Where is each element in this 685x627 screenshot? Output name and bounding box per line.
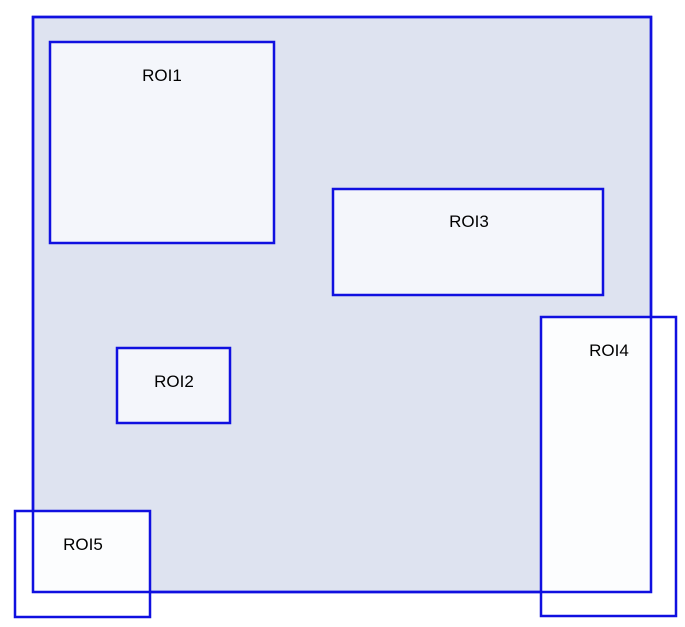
roi3-region[interactable]: ROI3 (331, 187, 605, 297)
roi1-region[interactable]: ROI1 (48, 40, 276, 245)
roi2-label: ROI2 (154, 372, 194, 391)
roi4-box[interactable] (539, 315, 678, 618)
roi3-label: ROI3 (449, 212, 489, 231)
roi2-box[interactable] (115, 346, 232, 425)
roi5-label: ROI5 (63, 535, 103, 554)
roi2-region[interactable]: ROI2 (115, 346, 232, 425)
roi4-region[interactable]: ROI4 (539, 315, 678, 618)
roi5-region[interactable]: ROI5 (13, 509, 152, 619)
image-area-outline (31, 15, 653, 594)
roi3-box[interactable] (331, 187, 605, 297)
roi1-label: ROI1 (142, 66, 182, 85)
roi5-box[interactable] (13, 509, 152, 619)
roi4-label: ROI4 (589, 341, 629, 360)
roi1-box[interactable] (48, 40, 276, 245)
